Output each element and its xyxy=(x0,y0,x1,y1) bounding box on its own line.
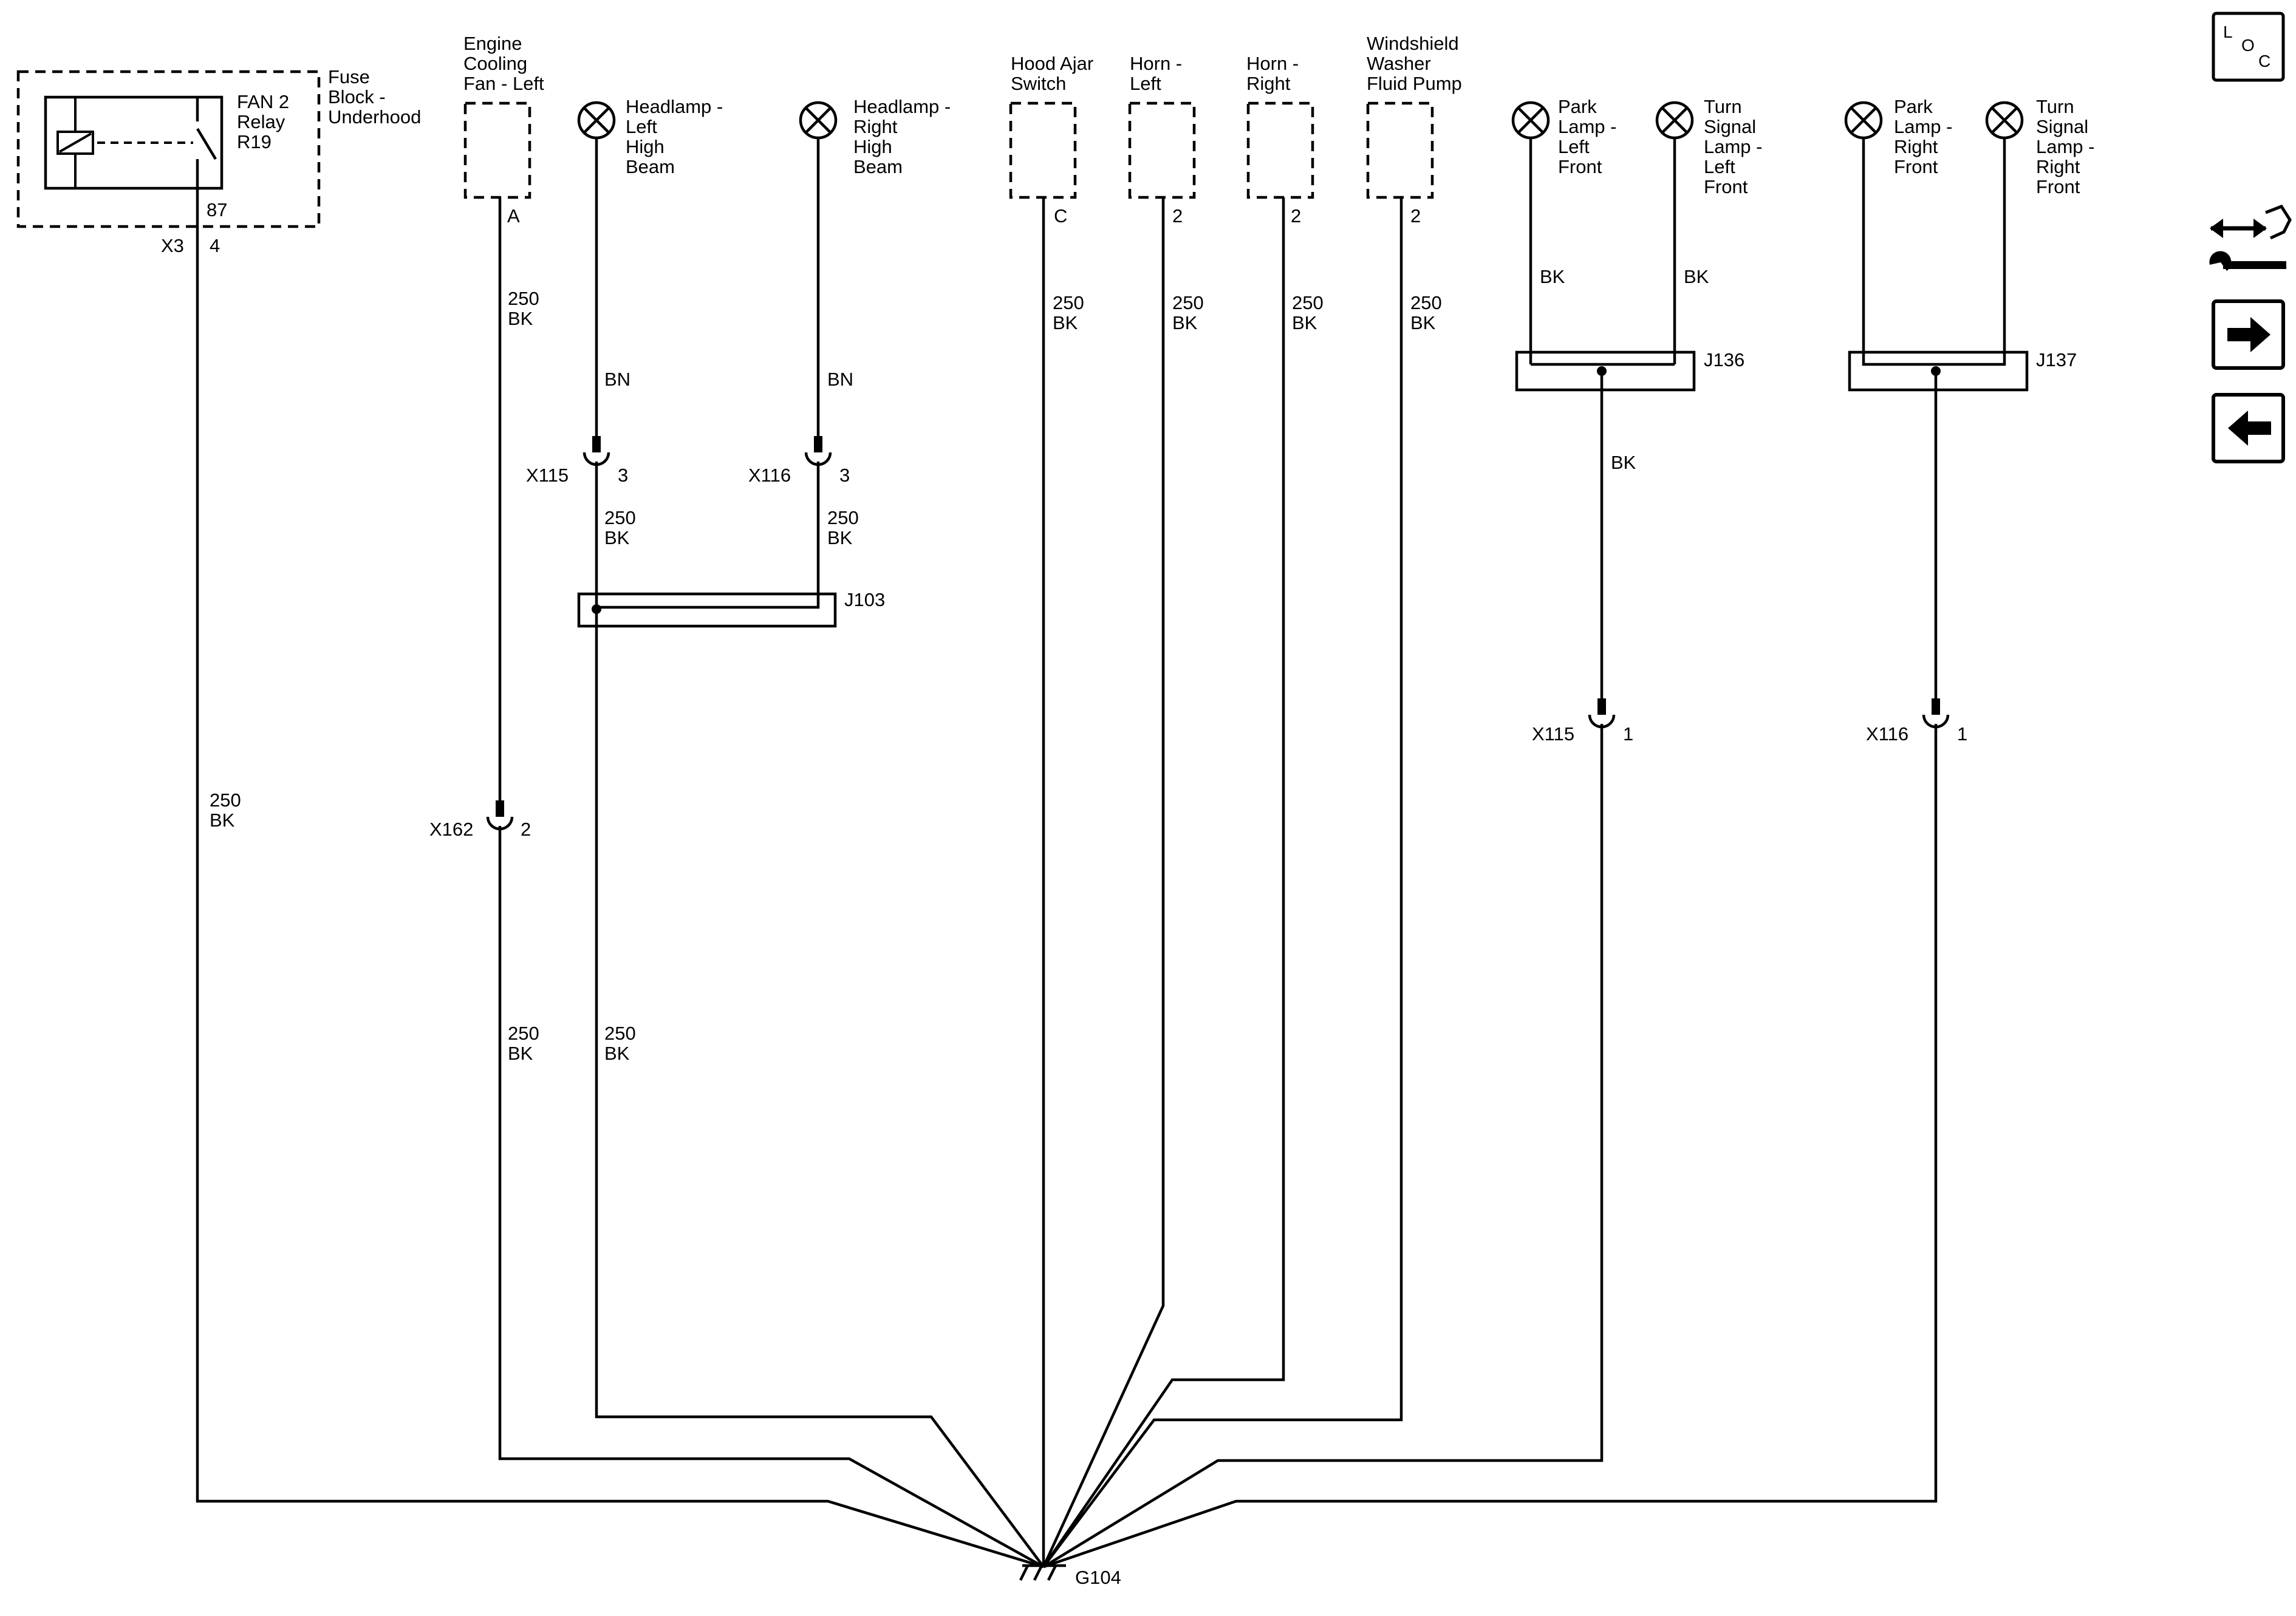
cooling-fan-left-box xyxy=(463,101,531,199)
splice-j103 xyxy=(577,592,837,628)
hood-ajar-pin: C xyxy=(1054,205,1067,227)
horn-right-box xyxy=(1246,101,1314,199)
connector-x115-top-id: X115 xyxy=(526,465,569,486)
connector-x116-pin1 xyxy=(1922,698,1950,729)
splice-j137 xyxy=(1848,350,2029,392)
horn-right-label: Horn - Right xyxy=(1246,53,1304,94)
lamp-turn-right xyxy=(1985,101,2024,140)
connector-x162-pin: 2 xyxy=(521,819,531,840)
wire-label-headlamp-right-bn: BN xyxy=(827,369,853,390)
connector-x162-pin2 xyxy=(486,800,514,831)
splice-j136 xyxy=(1515,350,1696,392)
svg-text:L: L xyxy=(2223,22,2233,41)
splice-j103-label: J103 xyxy=(844,589,885,610)
lamp-park-right xyxy=(1844,101,1883,140)
hood-ajar-switch-label: Hood Ajar Switch xyxy=(1011,53,1099,94)
connector-x116-bottom-id: X116 xyxy=(1866,723,1908,745)
park-lamp-left-label: Park Lamp - Left Front xyxy=(1558,96,1622,177)
horn-left-pin: 2 xyxy=(1172,205,1183,227)
lamp-turn-left xyxy=(1655,101,1694,140)
hood-ajar-switch-box xyxy=(1009,101,1077,199)
arrow-left-icon xyxy=(2228,411,2271,446)
wire-label-park-left: BK xyxy=(1540,266,1565,287)
horn-right-pin: 2 xyxy=(1291,205,1301,227)
turn-lamp-left-label: Turn Signal Lamp - Left Front xyxy=(1704,96,1768,197)
lamp-headlamp-left xyxy=(577,101,616,140)
washer-pump-pin: 2 xyxy=(1410,205,1421,227)
park-lamp-right-label: Park Lamp - Right Front xyxy=(1894,96,1958,177)
fuse-block-underhood xyxy=(16,70,321,228)
svg-text:O: O xyxy=(2241,36,2255,55)
washer-pump-box xyxy=(1366,101,1434,199)
connector-x116-bottom-pin: 1 xyxy=(1957,723,1967,745)
splice-j137-label: J137 xyxy=(2036,349,2077,370)
relay-pin-87: 87 xyxy=(207,199,227,220)
next-page-button[interactable] xyxy=(2212,299,2285,370)
ground-symbol xyxy=(1019,1564,1066,1581)
connector-x115-pin3 xyxy=(583,436,610,466)
connector-x116-top-pin: 3 xyxy=(839,465,850,486)
cooling-fan-left-label: Engine Cooling Fan - Left xyxy=(463,33,544,94)
lamp-park-left xyxy=(1511,101,1550,140)
washer-pump-label: Windshield Washer Fluid Pump xyxy=(1367,33,1464,94)
lamp-headlamp-right xyxy=(799,101,838,140)
connector-x162-id: X162 xyxy=(429,819,473,840)
connector-x115-bottom-id: X115 xyxy=(1532,723,1574,745)
fuse-block-label: Fuse Block - Underhood xyxy=(328,66,421,128)
wire-label-j136-out: BK xyxy=(1611,452,1636,473)
svg-text:C: C xyxy=(2258,52,2270,70)
ground-wires xyxy=(196,138,2006,1569)
horn-left-label: Horn - Left xyxy=(1130,53,1187,94)
previous-page-button[interactable] xyxy=(2212,393,2285,463)
splice-j136-label: J136 xyxy=(1704,349,1744,370)
cooling-fan-pin: A xyxy=(507,205,520,227)
location-view-button[interactable]: L O C xyxy=(2212,12,2285,82)
turn-lamp-right-label: Turn Signal Lamp - Right Front xyxy=(2036,96,2100,197)
repair-info-icon[interactable] xyxy=(2209,204,2292,271)
connector-x115-pin1 xyxy=(1588,698,1616,729)
fan2-relay-label: FAN 2 Relay R19 xyxy=(237,91,295,152)
horn-left-box xyxy=(1128,101,1196,199)
wire-label-turn-left: BK xyxy=(1684,266,1709,287)
connector-x115-bottom-pin: 1 xyxy=(1623,723,1633,745)
connector-x116-pin3 xyxy=(804,436,832,466)
relay-connector-x3: X3 xyxy=(161,235,184,256)
connector-x116-top-id: X116 xyxy=(748,465,791,486)
relay-cavity-4: 4 xyxy=(210,235,220,256)
ground-label: G104 xyxy=(1075,1567,1121,1588)
headlamp-right-label: Headlamp - Right High Beam xyxy=(853,96,956,177)
headlamp-left-label: Headlamp - Left High Beam xyxy=(626,96,728,177)
connector-x115-top-pin: 3 xyxy=(618,465,628,486)
arrow-right-icon xyxy=(2227,317,2270,352)
wire-label-headlamp-left-bn: BN xyxy=(604,369,630,390)
